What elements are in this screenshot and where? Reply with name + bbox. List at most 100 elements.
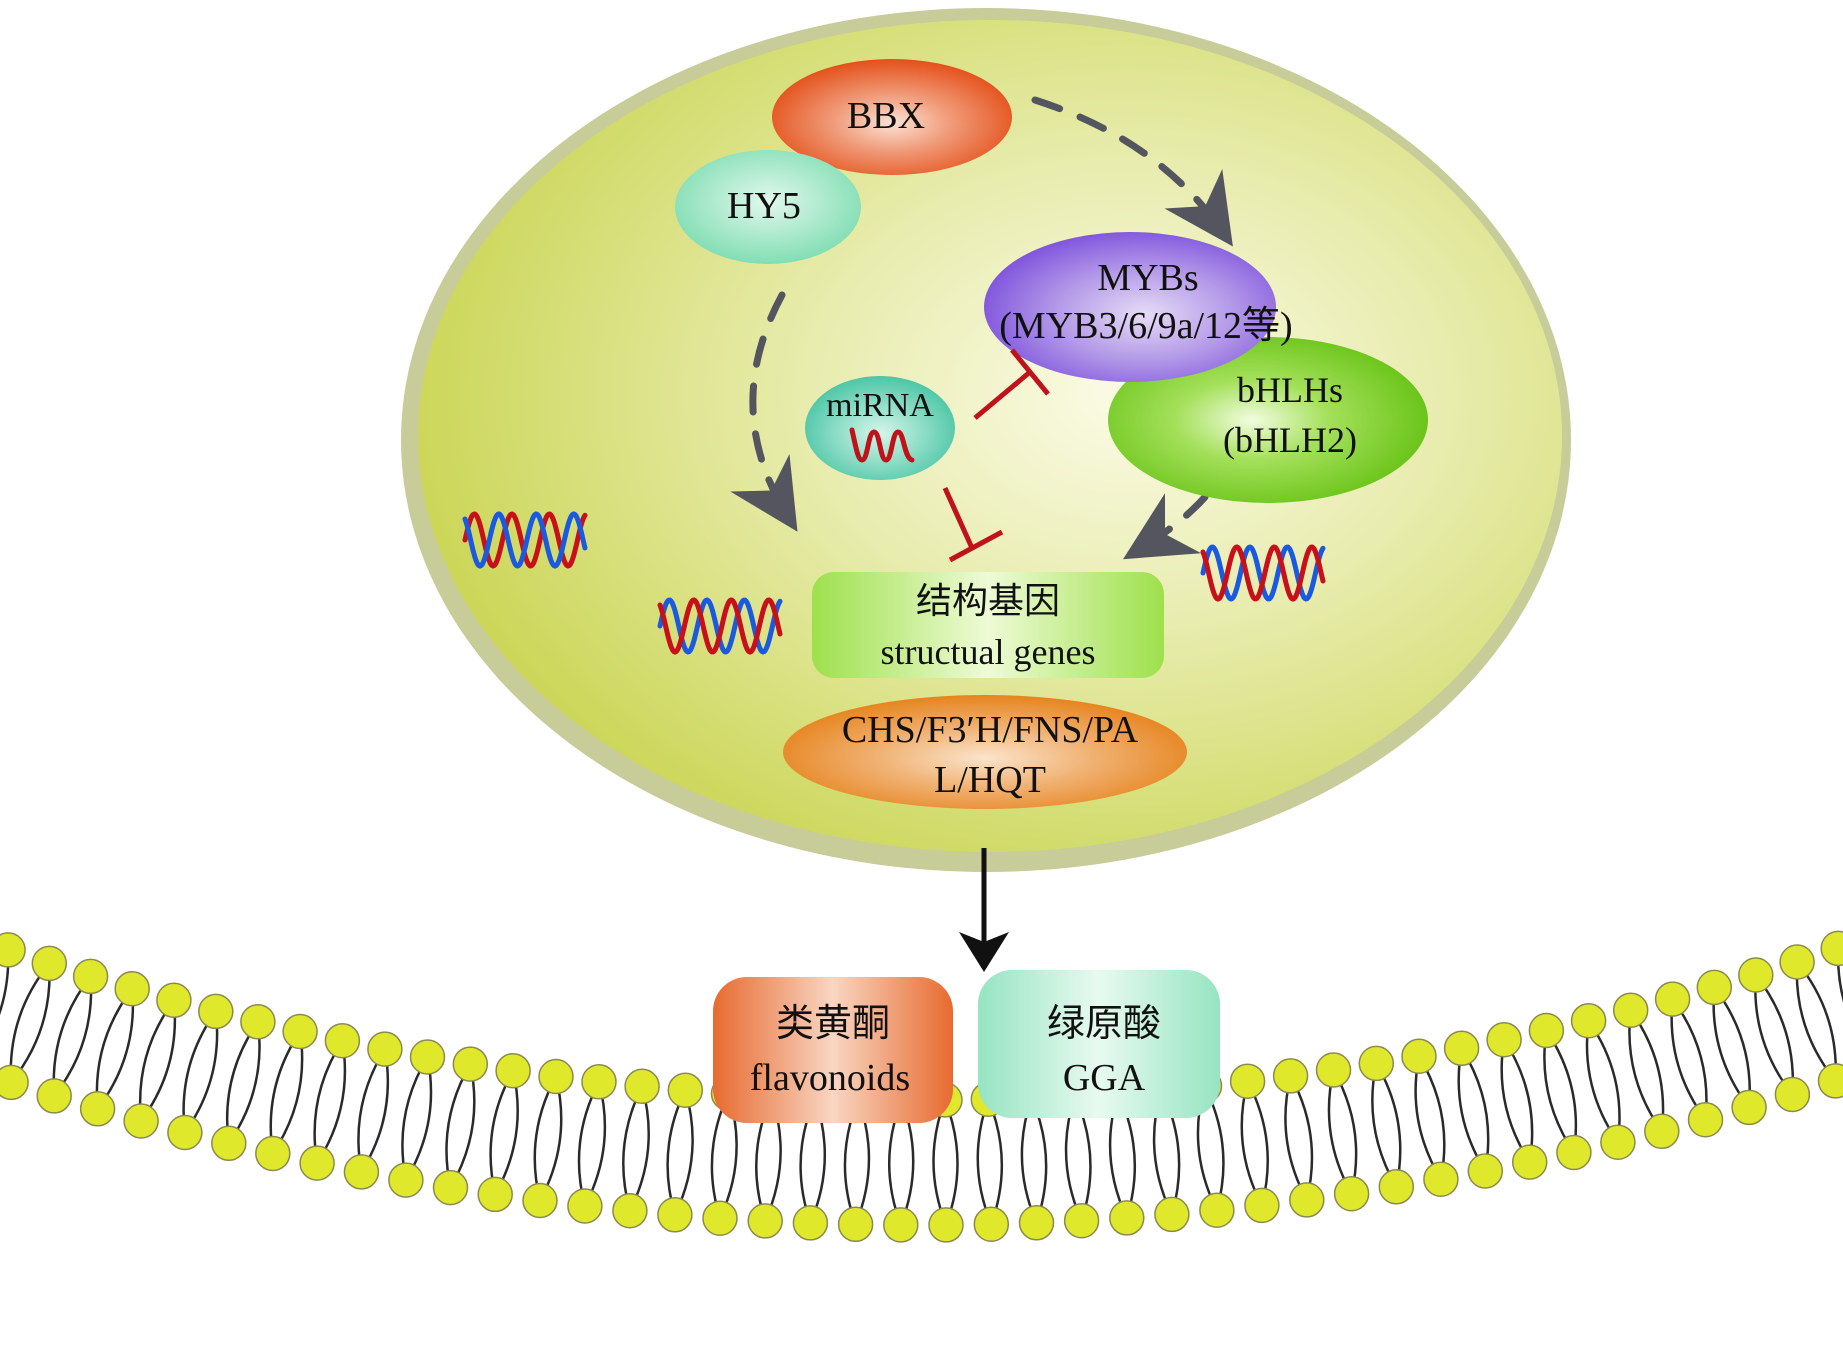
lipid-head [624,1068,660,1105]
gga-zh: 绿原酸 [1047,1003,1161,1045]
arrow-bbx-to-mybs [1031,96,1233,247]
lipid-head [1570,1002,1607,1039]
lipid-head [1423,1161,1459,1197]
lipid-head [495,1052,531,1089]
lipid-head [1696,969,1733,1006]
gga-en: GGA [1063,1057,1146,1099]
lipid-head [973,1206,1010,1242]
inhibit-mirna-to-structural-genes [942,486,1004,563]
lipid-tail [1284,1075,1308,1201]
lipid-head [409,1039,446,1075]
lipid-head [0,1064,29,1101]
lipid-head [657,1197,693,1233]
lipid-tail [1587,1019,1621,1143]
lipid-head [522,1182,558,1219]
lipid-head [299,1145,335,1181]
lipid-head [1315,1052,1352,1088]
product-gga: 绿原酸 GGA [978,970,1220,1118]
lipid-head [1289,1182,1325,1218]
lipid-tail [987,1098,1004,1225]
lipid-tail [1289,1075,1314,1201]
lipid-head [1229,1063,1266,1099]
dna-helix-icon [462,511,588,569]
lipid-head [367,1031,403,1067]
lipid-head [1272,1058,1309,1094]
lipid-head [79,1091,116,1127]
lipid-head [1687,1101,1724,1138]
lipid-tail [183,1011,219,1134]
node-hy5-label: HY5 [727,185,801,227]
lipid-head [432,1169,469,1206]
lipid-tail [538,1076,563,1202]
lipid-tail [533,1075,558,1201]
dna-strand [1200,544,1326,602]
arrow-hy5-to-structural-genes [730,291,798,532]
lipid-head [343,1154,380,1190]
lipid-head [1467,1153,1504,1189]
lipid-head [612,1192,648,1229]
lipid-head [1817,1063,1843,1099]
enzymes-line1: CHS/F3′H/FNS/PA [842,709,1139,751]
lipid-head [240,1004,276,1040]
lipid-head [1199,1192,1235,1228]
lipid-tail [1836,948,1843,1003]
node-bbx: BBX [772,59,1012,175]
dna-strand [462,511,588,569]
lipid-head [928,1207,964,1243]
lipid-head [1244,1187,1280,1224]
lipid-head [1600,1124,1636,1160]
lipid-head [837,1206,874,1243]
lipid-head [581,1064,617,1100]
flavonoids-zh: 类黄酮 [776,1003,890,1045]
lipid-head [747,1203,783,1239]
lipid-tail [1585,1020,1619,1143]
lipid-head [1774,1076,1811,1113]
lipid-tail [271,1031,304,1155]
arrow-bhlhs-to-structural-genes [1122,493,1209,560]
dna-helix-icon [657,597,783,655]
lipid-tail [0,949,10,1016]
lipid-tail [269,1030,302,1154]
dna-helix-icon [1200,544,1326,602]
lipid-tail [1628,1010,1663,1133]
lipid-tail [1629,1009,1665,1132]
node-mybs-line2: (MYB3/6/9a/12等) [999,305,1292,347]
lipid-head [0,932,26,968]
lipid-head [1358,1045,1395,1082]
lipid-head [1511,1144,1548,1180]
lipid-tail [1240,1080,1264,1206]
node-enzymes: CHS/F3′H/FNS/PA L/HQT [783,695,1187,809]
lipid-head [1779,944,1815,980]
lipid-tail [583,1081,607,1207]
lipid-tail [943,1099,959,1226]
lipid-head [1654,981,1691,1017]
lipid-tail [1543,1030,1575,1154]
lipid-head [1612,992,1649,1028]
lipid-head [452,1046,489,1082]
lipid-head [538,1058,574,1095]
lipid-head [1333,1175,1370,1212]
lipid-head [1644,1113,1680,1150]
node-hy5: HY5 [675,150,861,264]
lipid-head [1443,1030,1480,1067]
lipid-tail [227,1021,261,1145]
node-structural-genes: 结构基因 structual genes [812,572,1164,678]
lipid-tail [225,1021,259,1144]
lipid-head [255,1135,291,1172]
node-bhlhs-line1: bHLHs [1237,370,1343,410]
lipid-head [198,993,234,1030]
lipid-head [477,1176,513,1213]
lipid-tail [1332,1069,1358,1194]
flavonoids-en: flavonoids [750,1057,910,1099]
rna-strand-icon [849,427,915,463]
lipid-head [1063,1202,1100,1239]
lipid-head [1018,1205,1055,1241]
lipid-head [1154,1196,1190,1233]
lipid-head [567,1188,603,1224]
inhibit-mirna-to-mybs [973,348,1050,420]
enzymes-line2: L/HQT [934,759,1046,801]
lipid-head [1401,1038,1437,1074]
lipid-tail [489,1070,515,1195]
dna-strand [657,597,783,655]
lipid-head [211,1125,247,1162]
